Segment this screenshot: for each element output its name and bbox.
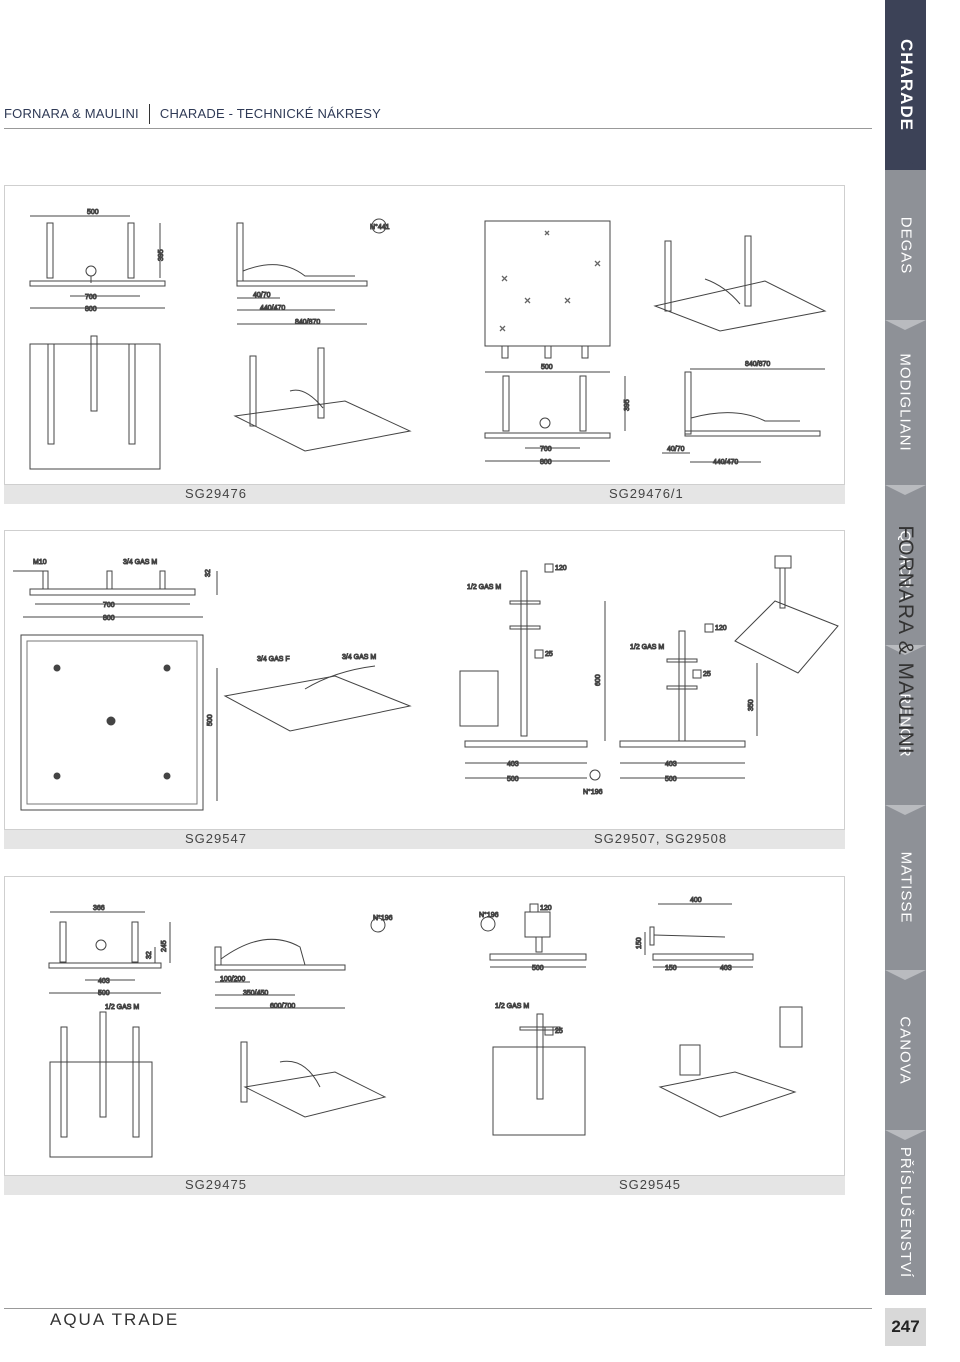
svg-text:N°196: N°196	[479, 911, 499, 919]
panel-sg29547: M10 3/4 GAS M 32 700 800 500 3/4 GAS F 3…	[4, 530, 845, 830]
svg-text:1/2 GAS M: 1/2 GAS M	[630, 644, 664, 651]
sidebar-notches	[885, 160, 926, 1140]
svg-text:3/4 GAS M: 3/4 GAS M	[123, 559, 157, 566]
svg-text:600/700: 600/700	[270, 1003, 295, 1010]
svg-text:500: 500	[207, 714, 214, 726]
svg-text:840/870: 840/870	[745, 361, 770, 368]
svg-text:395: 395	[158, 249, 165, 261]
label-sg29476: SG29476	[185, 486, 247, 501]
svg-text:25: 25	[545, 651, 553, 658]
svg-text:700: 700	[103, 602, 115, 609]
label-bar-1: SG29476 SG29476/1	[4, 485, 845, 504]
svg-text:366: 366	[93, 905, 105, 912]
svg-text:800: 800	[85, 306, 97, 313]
panel-sg29476: 500 395 700 800 N°441 40/70 440/470 840/…	[4, 185, 845, 485]
drawing-sg29547: M10 3/4 GAS M 32 700 800 500 3/4 GAS F 3…	[13, 555, 839, 811]
label-sg29547: SG29547	[185, 831, 247, 846]
aquatrade-logo: AQUA TRADE	[50, 1310, 180, 1329]
svg-text:N°196: N°196	[583, 788, 603, 796]
label-sg29475: SG29475	[185, 1177, 247, 1192]
svg-text:500: 500	[665, 776, 677, 783]
svg-text:395: 395	[624, 399, 631, 411]
svg-text:1/2 GAS M: 1/2 GAS M	[105, 1004, 139, 1011]
svg-text:100/200: 100/200	[220, 976, 245, 983]
svg-text:800: 800	[540, 459, 552, 466]
svg-text:350: 350	[748, 699, 755, 711]
svg-text:3/4 GAS F: 3/4 GAS F	[257, 656, 290, 663]
svg-text:500: 500	[541, 364, 553, 371]
svg-text:350/450: 350/450	[243, 990, 268, 997]
svg-text:40/70: 40/70	[667, 446, 685, 453]
svg-text:403: 403	[720, 965, 732, 972]
svg-text:403: 403	[98, 978, 110, 985]
svg-text:N°196: N°196	[373, 914, 393, 922]
drawing-sg29475: 366 32 245 403 500 N°196 100/200 350/450…	[48, 897, 803, 1158]
svg-text:1/2 GAS M: 1/2 GAS M	[495, 1003, 529, 1010]
svg-text:403: 403	[507, 761, 519, 768]
page-header: FORNARA & MAULINI CHARADE - TECHNICKÉ NÁK…	[4, 104, 381, 124]
svg-text:25: 25	[555, 1028, 563, 1035]
svg-text:700: 700	[85, 294, 97, 301]
footer-rule	[4, 1308, 872, 1309]
svg-text:120: 120	[715, 625, 727, 632]
label-sg29476-1: SG29476/1	[609, 486, 684, 501]
sidebar-item-charade[interactable]: CHARADE	[885, 0, 926, 170]
label-sg29507-sg29508: SG29507, SG29508	[594, 831, 728, 846]
label-bar-3: SG29475 SG29545	[4, 1176, 845, 1195]
svg-text:245: 245	[161, 940, 168, 952]
header-brand: FORNARA & MAULINI	[4, 106, 139, 121]
sidebar: CHARADE DEGAS MODIGLIANI QUADRA RENOIR M…	[885, 0, 926, 1295]
svg-text:700: 700	[540, 446, 552, 453]
label-bar-2: SG29547 SG29507, SG29508	[4, 830, 845, 849]
header-section: CHARADE - TECHNICKÉ NÁKRESY	[159, 106, 382, 121]
svg-text:32: 32	[146, 951, 153, 959]
svg-text:25: 25	[703, 671, 711, 678]
svg-text:1/2 GAS M: 1/2 GAS M	[467, 584, 501, 591]
svg-text:440/470: 440/470	[260, 305, 285, 312]
svg-text:M10: M10	[33, 559, 47, 566]
svg-text:403: 403	[665, 761, 677, 768]
svg-text:120: 120	[555, 565, 567, 572]
svg-text:40/70: 40/70	[253, 292, 271, 299]
label-sg29545: SG29545	[619, 1177, 681, 1192]
svg-text:500: 500	[532, 965, 544, 972]
svg-text:800: 800	[103, 615, 115, 622]
svg-text:500: 500	[98, 990, 110, 997]
svg-text:120: 120	[540, 905, 552, 912]
svg-text:150: 150	[665, 965, 677, 972]
header-separator	[148, 104, 150, 124]
svg-text:N°441: N°441	[370, 223, 390, 231]
svg-text:840/870: 840/870	[295, 319, 320, 326]
page-number: 247	[885, 1308, 926, 1346]
header-rule	[4, 128, 872, 129]
svg-text:440/470: 440/470	[713, 459, 738, 466]
svg-text:500: 500	[87, 209, 99, 216]
drawing-sg29476: 500 395 700 800 N°441 40/70 440/470 840/…	[29, 209, 827, 470]
svg-text:600: 600	[595, 674, 602, 686]
panel-sg29475: 366 32 245 403 500 N°196 100/200 350/450…	[4, 876, 845, 1176]
svg-text:500: 500	[507, 776, 519, 783]
svg-text:32: 32	[205, 569, 212, 577]
svg-text:400: 400	[690, 897, 702, 904]
svg-text:3/4 GAS M: 3/4 GAS M	[342, 654, 376, 661]
svg-text:150: 150	[636, 937, 643, 949]
